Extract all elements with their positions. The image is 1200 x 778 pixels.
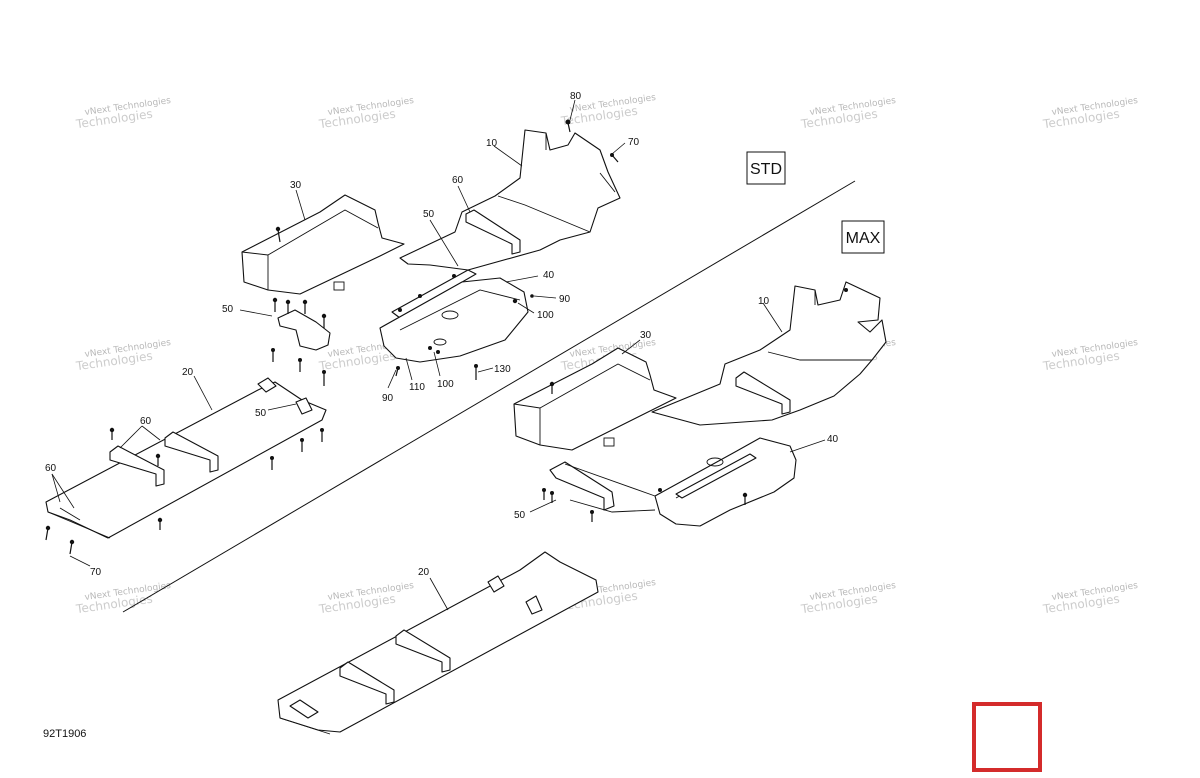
max-version-label: MAX [841,220,885,254]
callout-130: 130 [494,364,511,375]
diagram-code: 92T1906 [43,728,86,740]
part-10-std [399,129,621,271]
part-60-std-bracket-a [109,445,165,487]
callout-50-max: 50 [514,510,526,521]
bolt-group-std [45,119,619,555]
std-label-box [746,151,786,185]
part-50-max [549,461,656,513]
version-divider [122,180,856,613]
part-50-std-bar [391,269,477,319]
callouts-std: 80 70 10 30 60 50 40 90 100 50 130 100 1… [45,91,640,578]
std-label-text: STD [750,161,782,178]
leader-lines-max [429,302,826,611]
callout-60-std-b: 60 [140,416,152,427]
callout-20-std: 20 [182,367,194,378]
part-40-std [379,277,529,363]
watermark: vNext Technologies Technologies [1041,581,1139,616]
part-60-max-bracket-b [395,629,451,673]
watermark: vNext Technologies Technologies [799,96,897,131]
part-50-std-bracket [277,309,331,351]
max-label-box [841,220,885,254]
callout-50-std-c: 50 [255,408,267,419]
red-square-marker [972,702,1042,772]
part-50-max-rear [487,575,543,615]
callout-100-std-a: 100 [537,310,554,321]
callout-100-std-b: 100 [437,379,454,390]
callout-30-std: 30 [290,180,302,191]
callout-40-std: 40 [543,270,555,281]
callout-70-std: 70 [90,567,102,578]
watermark: vNext Technologies Technologies [317,96,415,131]
bolt-group-max [542,288,848,522]
callout-60-std: 60 [452,175,464,186]
part-50-std-rear [257,377,313,415]
callout-90-std-a: 90 [559,294,571,305]
part-60-max-bracket-a [339,661,395,705]
callout-80: 80 [570,91,582,102]
leader-lines-std [51,99,626,567]
callout-10-max: 10 [758,296,770,307]
watermark: vNext Technologies Technologies [1041,338,1139,373]
part-40-max [654,437,797,527]
watermark: vNext Technologies Technologies [74,338,172,373]
callout-10-std: 10 [486,138,498,149]
callouts-max: 10 30 40 50 20 [418,296,839,578]
callout-70-top: 70 [628,137,640,148]
callout-60-std-c: 60 [45,463,57,474]
callout-50-std-a: 50 [423,209,435,220]
callout-40-max: 40 [827,434,839,445]
max-label-text: MAX [846,230,881,247]
watermark: vNext Technologies Technologies [1041,96,1139,131]
part-10-max [651,281,887,426]
part-30-max [513,347,677,451]
watermark: vNext Technologies Technologies [799,581,897,616]
part-30-std [241,194,405,295]
callout-110: 110 [409,382,425,393]
callout-30-max: 30 [640,330,652,341]
part-60-std-top [465,209,521,255]
part-20-max [277,551,599,735]
watermark: vNext Technologies Technologies [74,96,172,131]
callout-50-std-b: 50 [222,304,234,315]
watermark: vNext Technologies Technologies [317,581,415,616]
callout-90-std-b: 90 [382,393,394,404]
part-60-max-top [735,371,791,415]
watermark: vNext Technologies Technologies [74,581,172,616]
part-20-std [45,381,327,539]
part-60-std-bracket-b [164,431,219,473]
std-version-label: STD [746,151,786,185]
callout-20-max: 20 [418,567,430,578]
